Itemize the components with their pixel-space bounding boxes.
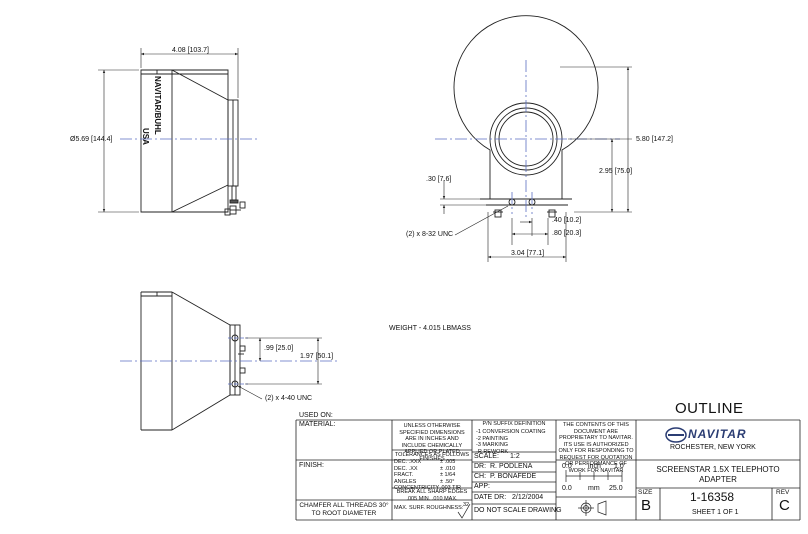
drawn-by-label: DR: (474, 463, 487, 470)
date-label: DATE DR: (474, 494, 507, 501)
ruler-mm-label: mm (588, 485, 600, 492)
dim-top-length: 4.08 [103.7] (172, 47, 209, 54)
ruler-mm-start: 0.0 (562, 485, 572, 492)
barrel-engraving-origin: USA (141, 128, 150, 145)
roughness-symbol (457, 503, 471, 519)
callout-screw-front: (2) x 8-32 UNC (406, 231, 454, 238)
pn-suffix-list: -1 CONVERSION COATING -2 PAINTING -3 MAR… (476, 429, 546, 455)
approved-label: APP: (474, 483, 490, 490)
scale-label: SCALE: (474, 453, 499, 460)
dim-center-height: 2.95 [75.0] (599, 168, 633, 175)
dim-hole-spacing: .80 [20.3] (552, 230, 582, 237)
rev-value: C (779, 497, 790, 514)
dim-lines-front (440, 66, 632, 262)
pn-suffix-item: -1 CONVERSION COATING (476, 429, 546, 435)
tolerances-title: TOLERANCES AS FOLLOWS (394, 452, 470, 458)
dim-lines-top-left (98, 48, 239, 213)
part-title-line-1: SCREENSTAR 1.5X TELEPHOTO (656, 465, 780, 474)
tolerance-row: DEC. .XXX± .005 (394, 459, 456, 465)
ruler-mm-end: 25.0 (609, 485, 623, 492)
front-centerlines (435, 60, 620, 220)
side-view-top (140, 69, 246, 216)
dim-side-height: 1.97 [50.1] (300, 353, 334, 360)
ruler-inch-start: 0.0 (562, 463, 572, 470)
used-on-label: USED ON: (299, 412, 333, 419)
finish-label: FINISH: (299, 462, 324, 469)
tolerance-row: DEC. .XX± .010 (394, 465, 456, 472)
roughness-label: MAX. SURF. ROUGHNESS: (394, 505, 464, 511)
ruler-inch-end: 1.0 (614, 463, 624, 470)
drawn-by-value: R. PODLENA (490, 463, 533, 470)
tolerance-row: FRACT.± 1/64 (394, 472, 456, 478)
barrel-engraving-brand: NAVITAR/BUHL (153, 76, 162, 135)
checked-by-label: CH: (474, 473, 487, 480)
break-edges-note: BREAK ALL SHARP EDGES .005 MIN. .010 MAX… (396, 489, 468, 502)
roughness-value: 32 (463, 502, 470, 508)
company-location: ROCHESTER, NEW YORK (670, 444, 756, 451)
material-label: MATERIAL: (299, 421, 336, 428)
date-value: 2/12/2004 (512, 494, 544, 501)
drawing-type: OUTLINE (675, 400, 744, 417)
projection-symbol (578, 500, 607, 516)
dim-hole-offset: .40 [10.2] (552, 217, 582, 224)
rev-label: REV (776, 489, 790, 496)
dim-side-hole-spacing: .99 [25.0] (264, 345, 294, 352)
weight-note: WEIGHT - 4.015 LBMASS (389, 325, 471, 332)
tolerance-row: ANGLES± .50° (394, 478, 455, 485)
scale-value: 1:2 (510, 453, 520, 460)
pn-suffix-item: -3 MARKING (476, 442, 509, 448)
checked-by-value: P. BONAFEDE (490, 473, 537, 480)
drawing-number: 1-16358 (690, 490, 735, 504)
part-title-line-2: ADAPTER (699, 475, 737, 484)
sheet-number: SHEET 1 OF 1 (692, 509, 739, 516)
dim-base-width: 3.04 [77.1] (511, 250, 545, 257)
scale-ruler (565, 470, 623, 482)
size-value: B (641, 497, 652, 514)
pn-suffix-item: -R REWORK (476, 448, 509, 455)
proprietary-note: THE CONTENTS OF THIS DOCUMENT ARE PROPRI… (558, 422, 634, 474)
dim-lines-bottom (237, 337, 322, 400)
company-name: NAVITAR (688, 427, 747, 441)
do-not-scale-note: DO NOT SCALE DRAWING (474, 507, 562, 514)
dim-foot-height: .30 [7.6] (426, 176, 452, 183)
pn-suffix-title: P/N SUFFIX DEFINITION (482, 421, 546, 427)
chamfer-note: CHAMFER ALL THREADS 30° TO ROOT DIAMETER (299, 502, 389, 517)
title-block-frame (295, 419, 801, 521)
size-label: SIZE (638, 489, 653, 496)
unless-specified-note: UNLESS OTHERWISE SPECIFIED DIMENSIONS AR… (399, 423, 465, 462)
callout-screw-side: (2) x 4-40 UNC (265, 395, 313, 402)
navitar-logo (665, 427, 687, 443)
tolerance-list: DEC. .XXX± .005 DEC. .XX± .010 FRACT.± 1… (394, 459, 470, 492)
dim-total-height: 5.80 [147.2] (636, 136, 673, 143)
dim-front-diameter: Ø5.69 [144.4] (70, 136, 113, 143)
tolerance-row: CONCENTRICITY.003 TIR (394, 485, 461, 491)
ruler-inch-label: inch (588, 463, 601, 470)
pn-suffix-item: -2 PAINTING (476, 435, 508, 442)
